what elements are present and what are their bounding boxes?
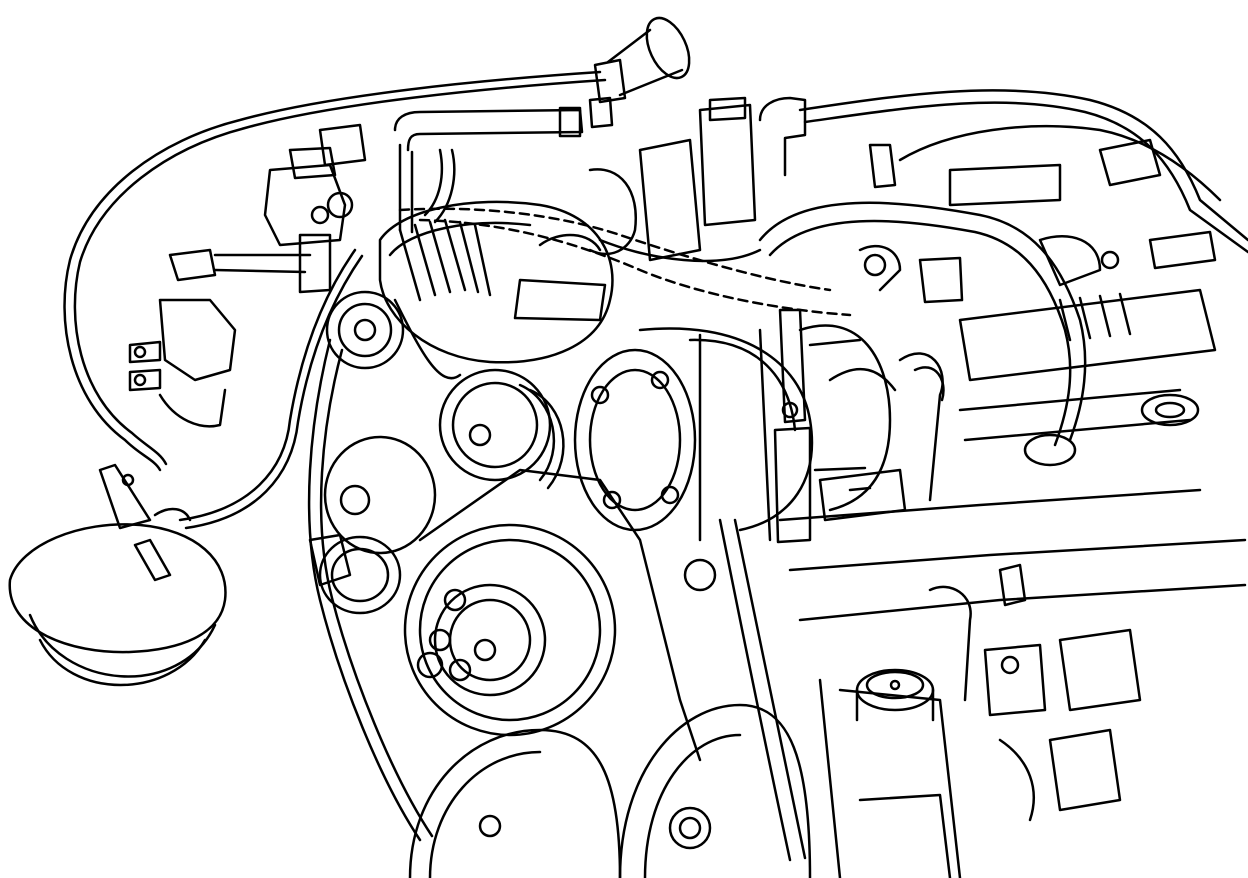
vacuum-reservoir xyxy=(8,463,227,687)
intake-manifold xyxy=(798,89,1248,287)
serpentine-belt xyxy=(307,298,807,862)
fuel-rail xyxy=(898,288,1217,502)
water-pump-pulley xyxy=(403,523,617,737)
power-steering-pulley xyxy=(308,435,437,615)
thermostat-housing xyxy=(698,96,1087,467)
hose-connector xyxy=(588,16,691,129)
oil-filler-cap xyxy=(855,668,935,722)
vacuum-hose xyxy=(63,70,607,530)
tensioner-pulley xyxy=(438,368,565,490)
alternator xyxy=(378,200,614,364)
crankshaft-pulley xyxy=(408,703,812,878)
idler-pulley xyxy=(325,290,405,370)
ac-compressor xyxy=(573,324,892,542)
